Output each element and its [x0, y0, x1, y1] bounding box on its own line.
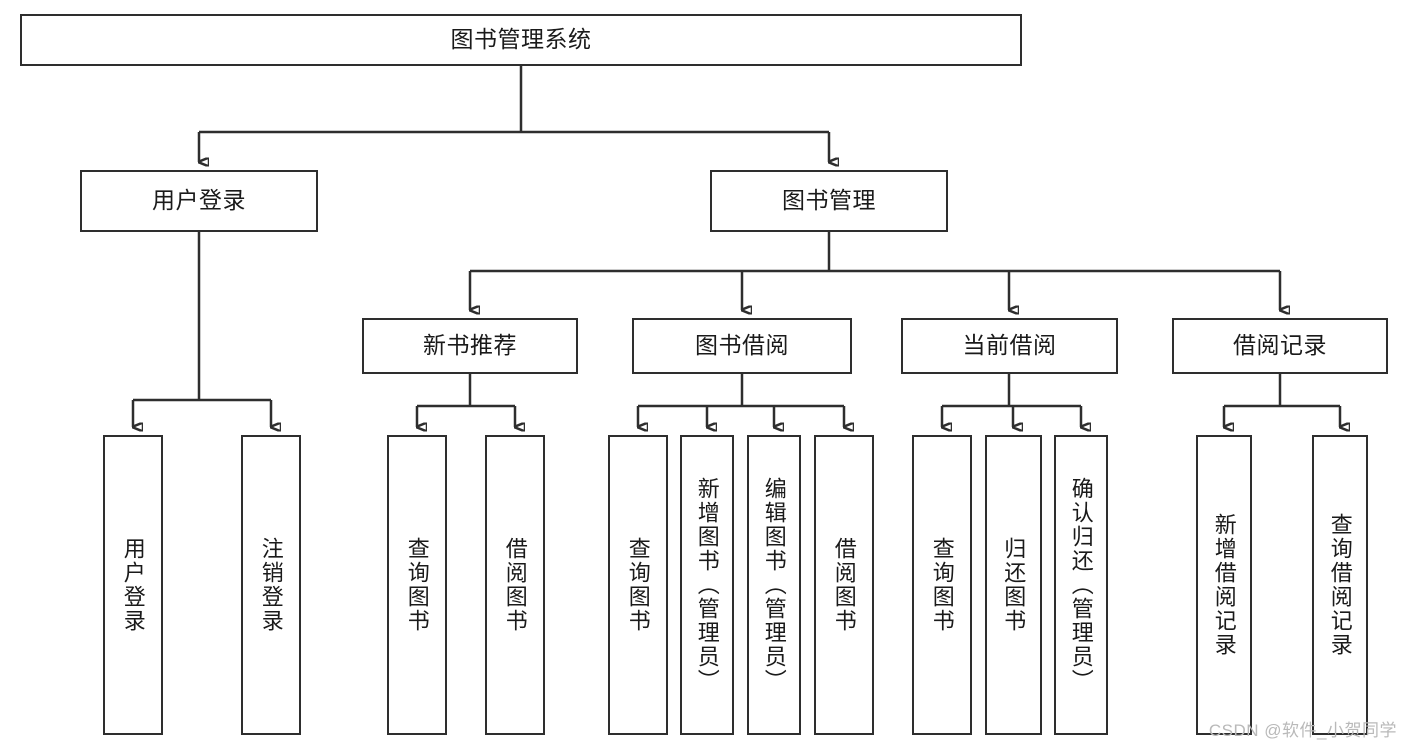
- leaf-add-book-admin[interactable]: 新增图书（管理员）: [680, 435, 734, 735]
- leaf-logout[interactable]: 注销登录: [241, 435, 301, 735]
- leaf-user-login-label: 用户登录: [120, 537, 146, 633]
- leaf-confirm-return-admin-label: 确认归还（管理员）: [1068, 477, 1094, 693]
- leaf-borrow-book-recommend[interactable]: 借阅图书: [485, 435, 545, 735]
- leaf-add-borrow-record[interactable]: 新增借阅记录: [1196, 435, 1252, 735]
- leaf-confirm-return-admin[interactable]: 确认归还（管理员）: [1054, 435, 1108, 735]
- node-borrow-record-label: 借阅记录: [1233, 332, 1327, 359]
- node-user-login-label: 用户登录: [152, 187, 246, 214]
- leaf-logout-label: 注销登录: [258, 537, 284, 633]
- node-new-book-recommend-label: 新书推荐: [423, 332, 517, 359]
- leaf-query-book-borrow-label: 查询图书: [625, 537, 651, 633]
- node-book-borrow-label: 图书借阅: [695, 332, 789, 359]
- node-book-management-label: 图书管理: [782, 187, 876, 214]
- leaf-edit-book-admin-label: 编辑图书（管理员）: [761, 477, 787, 693]
- node-borrow-record[interactable]: 借阅记录: [1172, 318, 1388, 374]
- leaf-return-book-label: 归还图书: [1001, 537, 1027, 633]
- leaf-query-book-current-label: 查询图书: [929, 537, 955, 633]
- leaf-return-book[interactable]: 归还图书: [985, 435, 1042, 735]
- leaf-borrow-book-label: 借阅图书: [831, 537, 857, 633]
- node-user-login[interactable]: 用户登录: [80, 170, 318, 232]
- leaf-query-book-borrow[interactable]: 查询图书: [608, 435, 668, 735]
- leaf-edit-book-admin[interactable]: 编辑图书（管理员）: [747, 435, 801, 735]
- leaf-add-book-admin-label: 新增图书（管理员）: [694, 477, 720, 693]
- leaf-query-book-current[interactable]: 查询图书: [912, 435, 972, 735]
- watermark: CSDN @软件_小贺同学: [1208, 721, 1397, 740]
- leaf-add-borrow-record-label: 新增借阅记录: [1211, 513, 1237, 657]
- leaf-query-book-recommend[interactable]: 查询图书: [387, 435, 447, 735]
- node-root-label: 图书管理系统: [450, 26, 592, 53]
- node-root[interactable]: 图书管理系统: [20, 14, 1022, 66]
- node-current-borrow-label: 当前借阅: [962, 332, 1057, 359]
- leaf-borrow-book[interactable]: 借阅图书: [814, 435, 874, 735]
- leaf-user-login[interactable]: 用户登录: [103, 435, 163, 735]
- node-new-book-recommend[interactable]: 新书推荐: [362, 318, 578, 374]
- node-book-borrow[interactable]: 图书借阅: [632, 318, 852, 374]
- node-current-borrow[interactable]: 当前借阅: [901, 318, 1118, 374]
- leaf-query-borrow-record[interactable]: 查询借阅记录: [1312, 435, 1368, 735]
- leaf-borrow-book-recommend-label: 借阅图书: [502, 537, 528, 633]
- leaf-query-book-recommend-label: 查询图书: [404, 537, 430, 633]
- node-book-management[interactable]: 图书管理: [710, 170, 948, 232]
- leaf-query-borrow-record-label: 查询借阅记录: [1327, 513, 1353, 657]
